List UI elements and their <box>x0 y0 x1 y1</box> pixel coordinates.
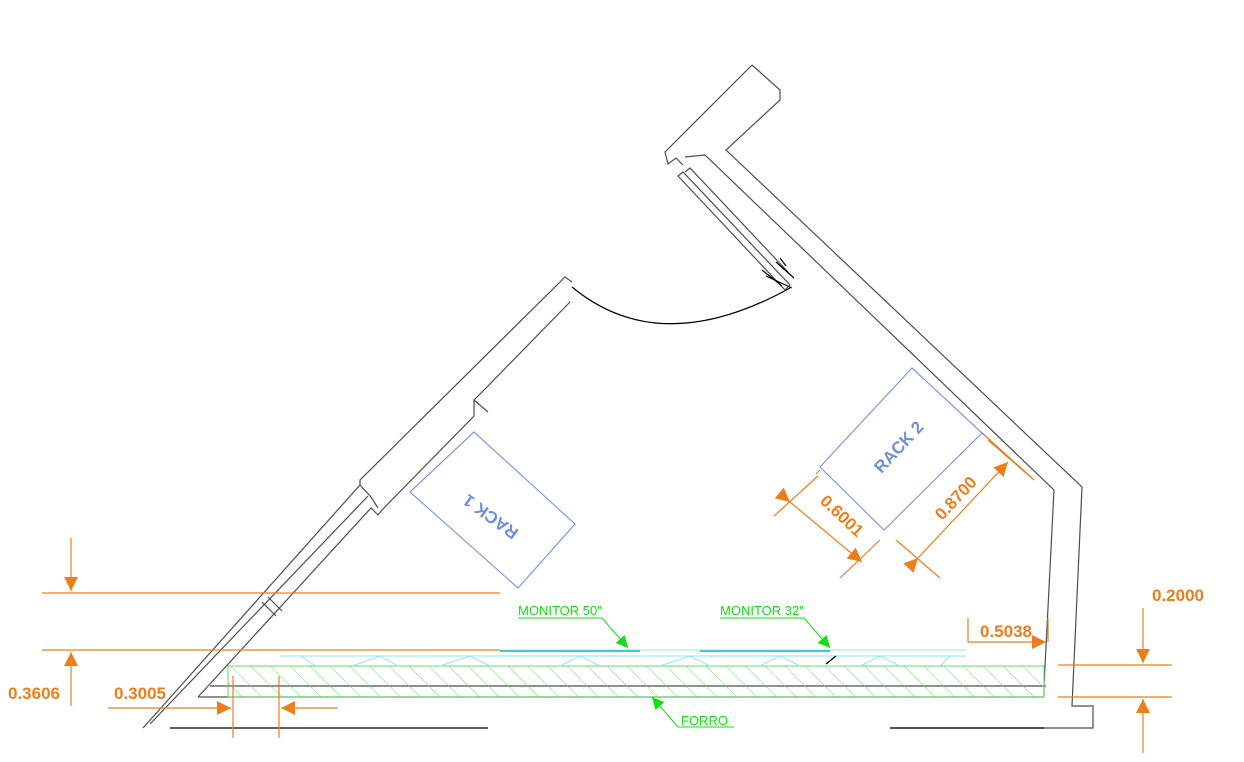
inner-wall-right <box>684 154 1055 687</box>
left-wall-outer <box>142 276 573 729</box>
forro-label: FORRO <box>681 713 728 728</box>
rack-1-label: RACK 1 <box>460 490 522 543</box>
ceiling-hatch-area <box>227 665 1045 698</box>
dim-ceiling-height: 0.2000 <box>1152 586 1204 605</box>
left-wall-step2 <box>473 399 489 413</box>
walls <box>142 64 1094 729</box>
left-wall-step <box>359 484 379 509</box>
left-wall-inner-parallel <box>149 495 369 725</box>
monitor-bracket-lines <box>280 649 966 667</box>
door-jamb-inner <box>684 167 789 273</box>
dim-left-height: 0.3606 <box>8 684 60 703</box>
rack-1 <box>409 431 576 589</box>
dim-rack2-depth: 0.6001 <box>816 491 867 540</box>
monitor-32-mark <box>825 655 837 665</box>
door-swing-arc <box>571 286 791 325</box>
monitor-32-leader <box>803 617 831 649</box>
dimension-lines <box>42 439 1172 753</box>
forro-leader <box>651 696 679 728</box>
door-jamb <box>677 171 791 291</box>
dim-left-gap: 0.3005 <box>114 684 166 703</box>
rack-2-label: RACK 2 <box>870 418 927 477</box>
outer-wall-left-stub <box>664 64 753 166</box>
monitor-50-label: MONITOR 50" <box>518 603 602 618</box>
monitor-50-leader <box>601 617 629 649</box>
door-leaf <box>765 275 793 289</box>
monitor-32-label: MONITOR 32" <box>720 603 804 618</box>
door-hinge-mark <box>761 257 795 287</box>
outer-wall-outline <box>725 64 1094 729</box>
dim-right-gap: 0.5038 <box>980 622 1032 641</box>
racks <box>409 367 1033 589</box>
door <box>571 257 795 325</box>
rack-2 <box>819 367 983 531</box>
left-wall-inner <box>197 301 571 698</box>
left-wall-notch <box>261 596 283 617</box>
